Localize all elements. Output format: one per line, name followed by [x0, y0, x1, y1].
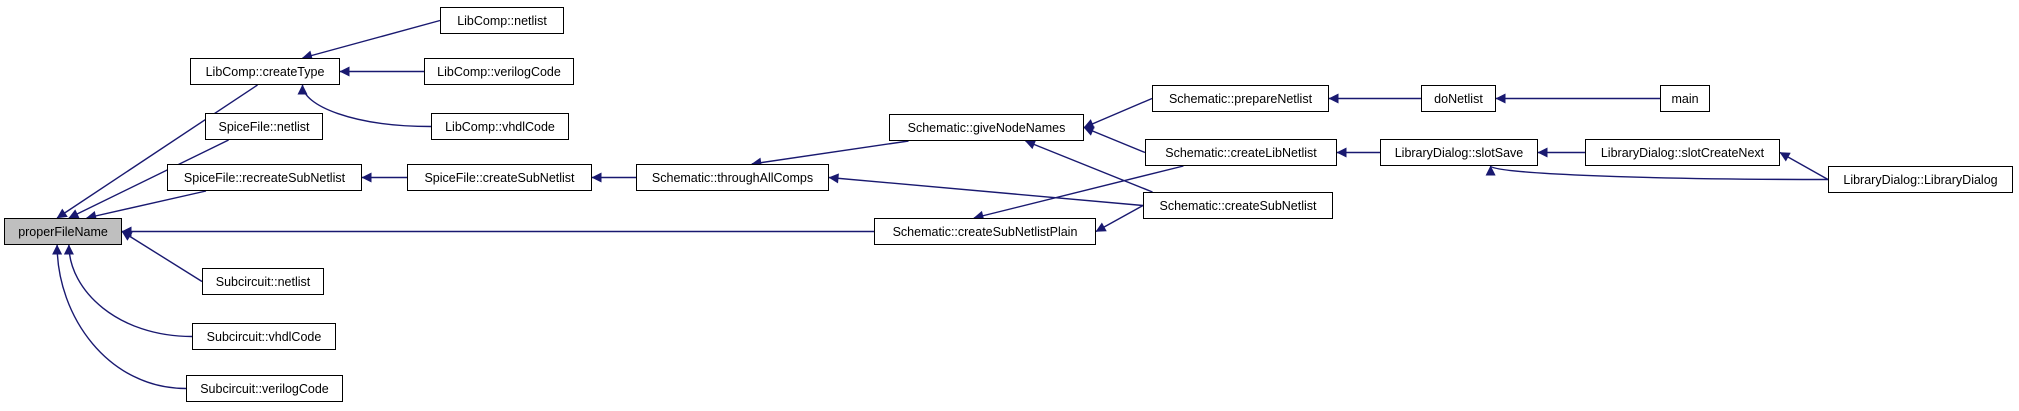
edge-schematic_createLibNetlist-to-schematic_createSubNetlistPlain [973, 165, 1184, 221]
edges [52, 19, 1829, 390]
node-main[interactable]: main [1660, 85, 1710, 112]
edge-libcomp_netlist-to-libcomp_createType [302, 19, 441, 61]
edge-subcircuit_verilogCode-to-properFileName [52, 244, 187, 390]
node-libcomp-vhdlCode[interactable]: LibComp::vhdlCode [431, 113, 569, 140]
node-librarydialog-LibraryDialog[interactable]: LibraryDialog::LibraryDialog [1828, 166, 2013, 193]
node-spicefile-netlist[interactable]: SpiceFile::netlist [205, 113, 323, 140]
node-schematic-createLibNetlist[interactable]: Schematic::createLibNetlist [1145, 139, 1337, 166]
edge-spicefile_netlist-to-properFileName [68, 139, 229, 219]
node-subcircuit-verilogCode[interactable]: Subcircuit::verilogCode [186, 375, 343, 402]
node-libcomp-createType[interactable]: LibComp::createType [190, 58, 340, 85]
node-spicefile-createSubNetlist[interactable]: SpiceFile::createSubNetlist [407, 164, 592, 191]
edge-schematic_createSubNetlist-to-schematic_giveNodeNames [1025, 139, 1153, 193]
node-subcircuit-vhdlCode[interactable]: Subcircuit::vhdlCode [192, 323, 336, 350]
node-doNetlist[interactable]: doNetlist [1421, 85, 1496, 112]
node-librarydialog-slotCreateNext[interactable]: LibraryDialog::slotCreateNext [1585, 139, 1780, 166]
edge-libcomp_createType-to-properFileName [56, 84, 258, 219]
node-subcircuit-netlist[interactable]: Subcircuit::netlist [202, 268, 324, 295]
edge-schematic_createSubNetlist-to-schematic_createSubNetlistPlain [1095, 204, 1144, 233]
node-schematic-createSubNetlistPlain[interactable]: Schematic::createSubNetlistPlain [874, 218, 1096, 245]
node-libcomp-verilogCode[interactable]: LibComp::verilogCode [424, 58, 574, 85]
node-schematic-giveNodeNames[interactable]: Schematic::giveNodeNames [889, 114, 1084, 141]
node-spicefile-recreateSubNetlist[interactable]: SpiceFile::recreateSubNetlist [167, 164, 362, 191]
edge-subcircuit_vhdlCode-to-properFileName [63, 244, 193, 338]
edge-schematic_prepareNetlist-to-schematic_giveNodeNames [1083, 97, 1153, 129]
edge-schematic_createLibNetlist-to-schematic_giveNodeNames [1083, 126, 1146, 154]
edge-librarydialog_LibraryDialog-to-librarydialog_slotSave [1485, 165, 1829, 181]
node-librarydialog-slotSave[interactable]: LibraryDialog::slotSave [1380, 139, 1538, 166]
node-schematic-prepareNetlist[interactable]: Schematic::prepareNetlist [1152, 85, 1329, 112]
edge-schematic_giveNodeNames-to-schematic_throughAllComps [751, 140, 909, 168]
node-properFileName: properFileName [4, 218, 122, 245]
edge-subcircuit_netlist-to-properFileName [121, 230, 203, 283]
node-schematic-createSubNetlist[interactable]: Schematic::createSubNetlist [1143, 192, 1333, 219]
node-schematic-throughAllComps[interactable]: Schematic::throughAllComps [636, 164, 829, 191]
edge-librarydialog_LibraryDialog-to-librarydialog_slotCreateNext [1779, 151, 1829, 181]
edge-schematic_createSubNetlist-to-schematic_throughAllComps [828, 173, 1144, 207]
edge-spicefile_recreateSubNetlist-to-properFileName [86, 190, 207, 221]
edge-libcomp_vhdlCode-to-libcomp_createType [297, 84, 432, 128]
node-libcomp-netlist[interactable]: LibComp::netlist [440, 7, 564, 34]
